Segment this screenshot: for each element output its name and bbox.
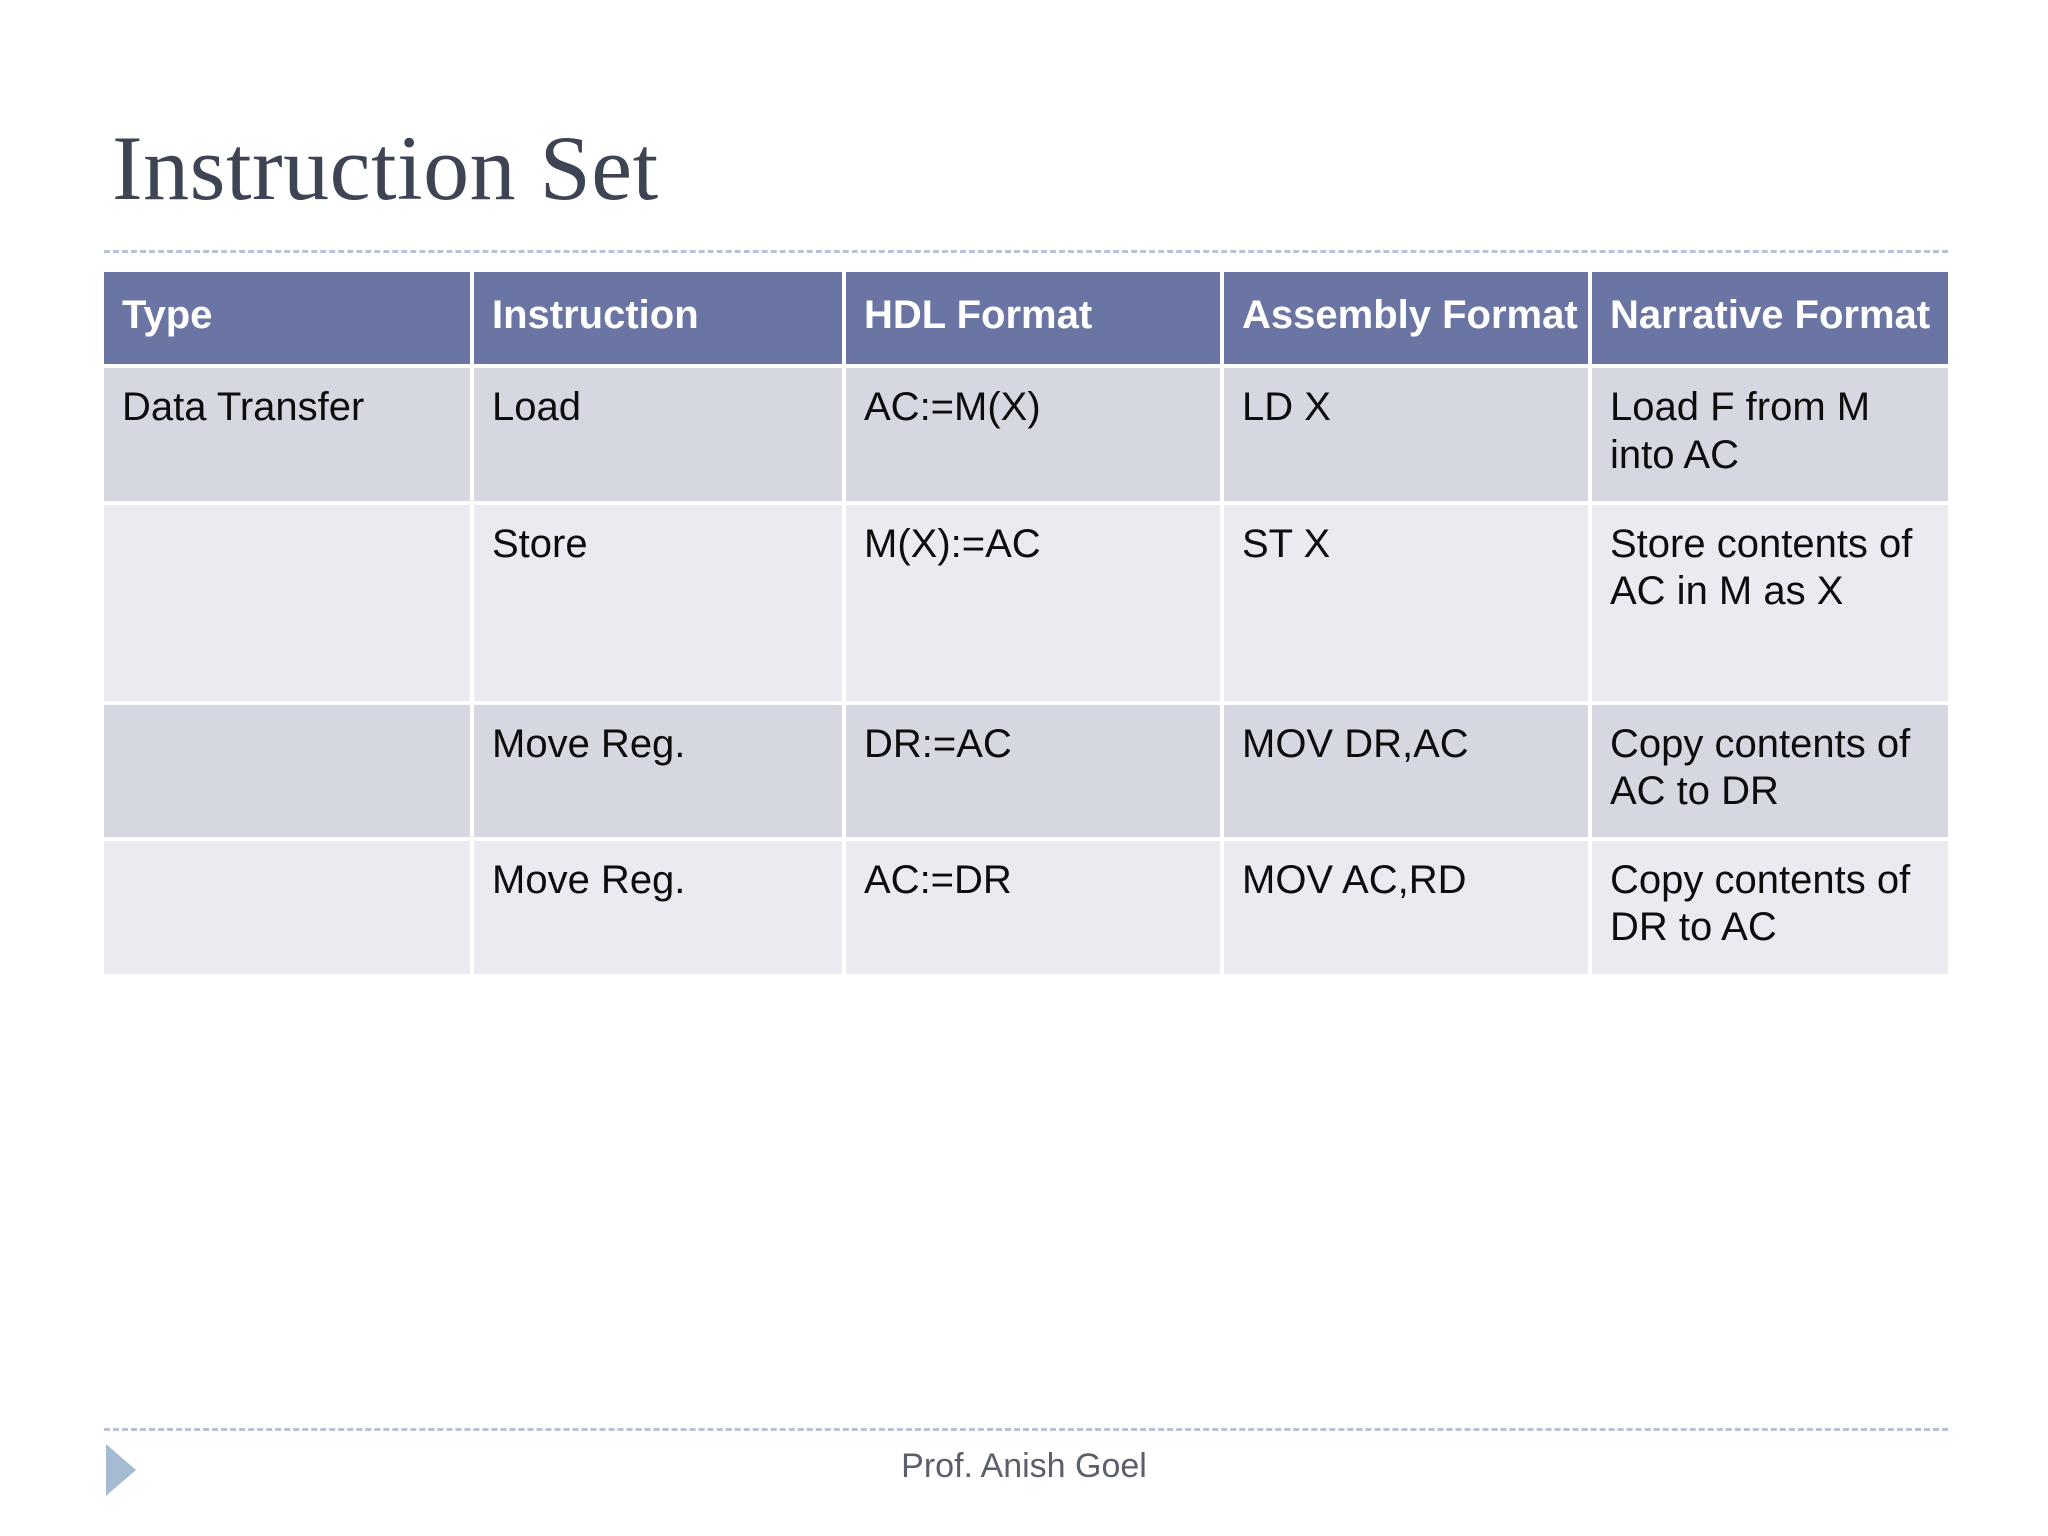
cell-type [104, 839, 474, 978]
table-row: Data Transfer Load AC:=M(X) LD X Load F … [104, 366, 1948, 505]
cell-assembly: MOV DR,AC [1222, 702, 1592, 842]
column-header-type: Type [104, 272, 474, 369]
cell-type [104, 702, 474, 842]
cell-narrative: Load F from M into AC [1590, 366, 1948, 505]
table-row: Store M(X):=AC ST X Store contents of AC… [104, 502, 1948, 705]
column-header-narrative-format: Narrative Format [1590, 272, 1948, 369]
cell-assembly: LD X [1222, 366, 1592, 505]
table-row: Move Reg. AC:=DR MOV AC,RD Copy contents… [104, 839, 1948, 978]
cell-instruction: Store [472, 502, 846, 705]
column-header-assembly-format: Assembly Format [1222, 272, 1592, 369]
cell-assembly: ST X [1222, 502, 1592, 705]
title-divider [104, 250, 1948, 253]
cell-hdl: AC:=M(X) [844, 366, 1224, 505]
cell-instruction: Move Reg. [472, 702, 846, 842]
cell-hdl: AC:=DR [844, 839, 1224, 978]
cell-narrative: Copy contents of AC to DR [1590, 702, 1948, 842]
table-row: Move Reg. DR:=AC MOV DR,AC Copy contents… [104, 702, 1948, 842]
instruction-set-table: Type Instruction HDL Format Assembly For… [104, 272, 1948, 978]
cell-type [104, 502, 474, 705]
page-title: Instruction Set [112, 117, 659, 219]
column-header-instruction: Instruction [472, 272, 846, 369]
footer-divider [104, 1428, 1948, 1431]
play-triangle-icon [106, 1444, 136, 1496]
cell-type: Data Transfer [104, 366, 474, 505]
column-header-hdl-format: HDL Format [844, 272, 1224, 369]
table-header-row: Type Instruction HDL Format Assembly For… [104, 272, 1948, 369]
cell-assembly: MOV AC,RD [1222, 839, 1592, 978]
cell-hdl: DR:=AC [844, 702, 1224, 842]
cell-narrative: Copy contents of DR to AC [1590, 839, 1948, 978]
cell-hdl: M(X):=AC [844, 502, 1224, 705]
cell-instruction: Move Reg. [472, 839, 846, 978]
instruction-set-table-container: Type Instruction HDL Format Assembly For… [104, 272, 1948, 978]
cell-instruction: Load [472, 366, 846, 505]
cell-narrative: Store contents of AC in M as X [1590, 502, 1948, 705]
footer-author: Prof. Anish Goel [901, 1447, 1147, 1485]
